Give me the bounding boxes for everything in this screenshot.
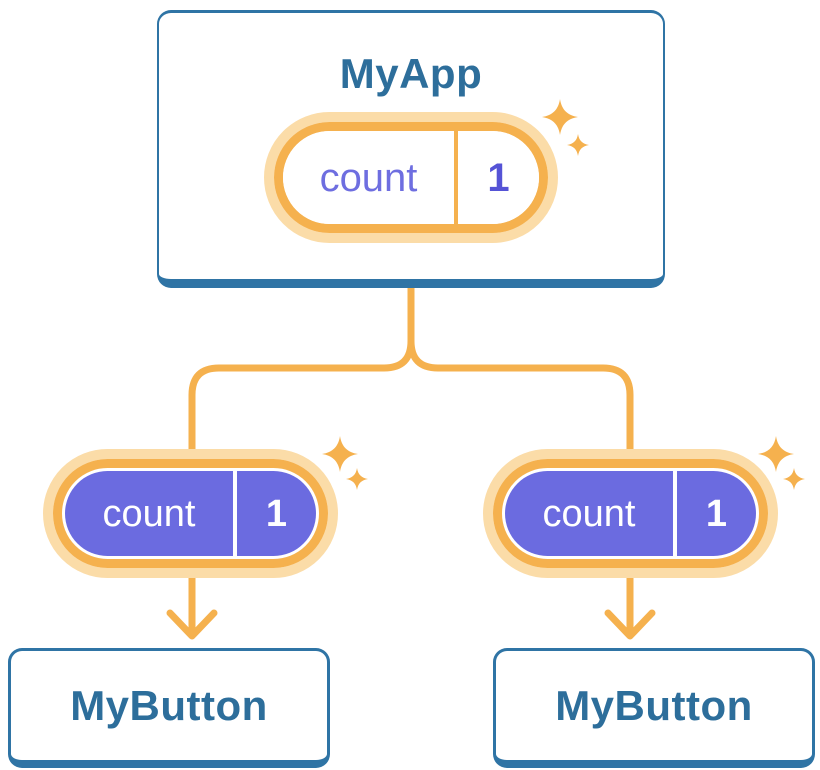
child-component-title: MyButton [555, 681, 753, 729]
sparkle-icon [542, 99, 578, 135]
prop-label: count [542, 492, 636, 535]
prop-label: count [102, 492, 196, 535]
prop-pill-left: count 1 [43, 449, 338, 578]
arrow-left-head-icon [166, 609, 218, 640]
root-component-title: MyApp [339, 50, 483, 97]
child-component-card-right: MyButton [493, 648, 815, 768]
pill-divider [454, 131, 458, 224]
state-pill: count 1 [264, 112, 558, 243]
state-pill-ring: count 1 [274, 122, 548, 233]
branch-right-line [407, 282, 634, 459]
branch-left-line [188, 282, 415, 459]
state-label: count [319, 155, 418, 200]
child-component-title: MyButton [70, 681, 268, 729]
prop-pill-right: count 1 [483, 449, 778, 578]
prop-value: 1 [265, 492, 288, 535]
sparkle-icon [567, 134, 589, 156]
state-value: 1 [487, 155, 510, 200]
child-component-card-left: MyButton [8, 648, 330, 768]
arrow-right-head-icon [604, 609, 656, 640]
pill-divider [233, 471, 237, 556]
sparkle-icon [322, 436, 358, 472]
prop-value: 1 [705, 492, 728, 535]
sparkle-icon [783, 468, 805, 490]
pill-divider [673, 471, 677, 556]
prop-pill-ring: count 1 [53, 459, 328, 568]
sparkle-icon [758, 436, 794, 472]
sparkle-icon [346, 468, 368, 490]
prop-pill-ring: count 1 [493, 459, 768, 568]
